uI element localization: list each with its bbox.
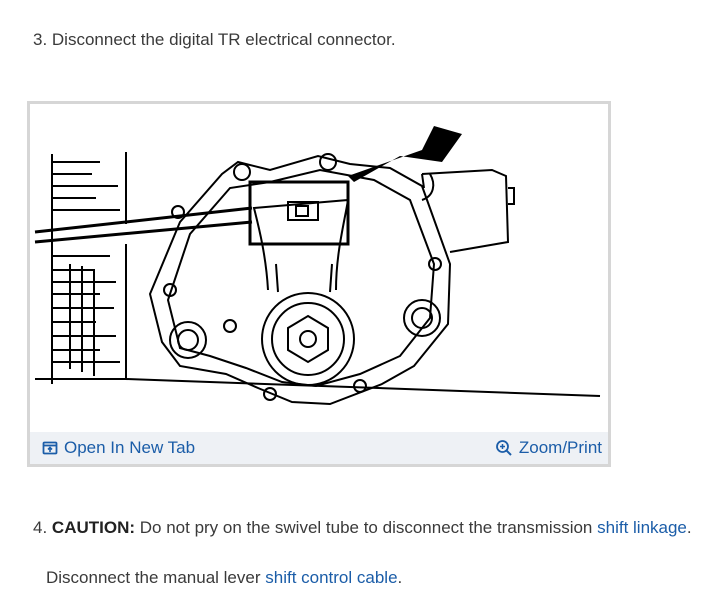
shift-control-cable-link[interactable]: shift control cable (265, 568, 398, 587)
open-in-new-tab-label: Open In New Tab (64, 438, 196, 457)
open-new-tab-icon (42, 441, 58, 455)
zoom-print-link[interactable]: Zoom/Print (495, 438, 602, 458)
zoom-in-icon (495, 440, 512, 456)
zoom-print-label: Zoom/Print (518, 438, 602, 457)
step-3-text: 3. Disconnect the digital TR electrical … (33, 30, 396, 49)
caution-label: CAUTION: (51, 518, 136, 537)
diagram-figure[interactable]: Open In New Tab Zoom/Print (27, 101, 611, 467)
step-4-number: 4. (33, 518, 48, 537)
step-4-instruction-text: Disconnect the manual lever (46, 568, 266, 587)
figure-toolbar: Open In New Tab Zoom/Print (30, 432, 608, 464)
step-4-text: 4. CAUTION: Do not pry on the swivel tub… (33, 518, 692, 538)
step-4-instruction-period: . (397, 568, 403, 587)
caution-text: Do not pry on the swivel tube to disconn… (135, 518, 598, 537)
open-in-new-tab-link[interactable]: Open In New Tab (42, 438, 195, 458)
transmission-range-sensor-diagram (34, 126, 601, 406)
step-4-instruction: Disconnect the manual lever shift contro… (46, 568, 402, 588)
shift-linkage-link[interactable]: shift linkage (597, 518, 687, 537)
step-4-period: . (686, 518, 692, 537)
